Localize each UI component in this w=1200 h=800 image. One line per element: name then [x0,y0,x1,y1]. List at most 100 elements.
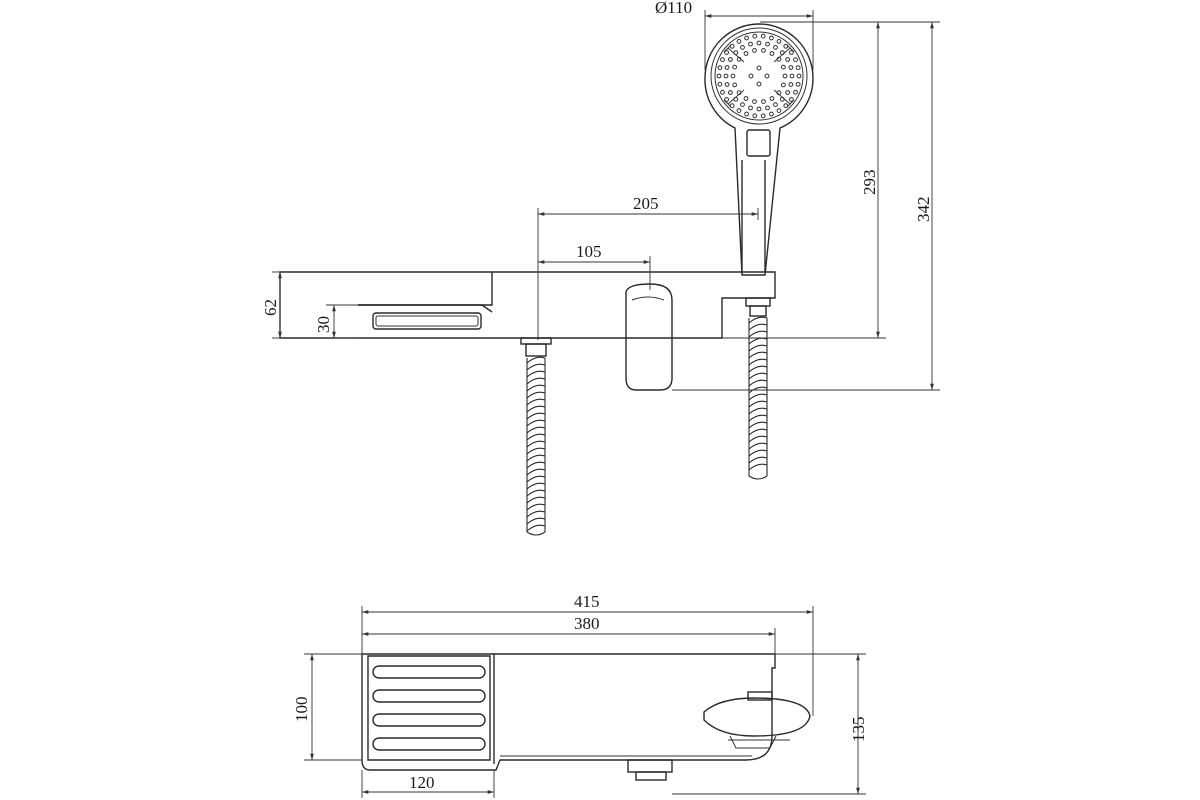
hose-coil [526,356,546,364]
nozzle-dot [723,73,729,79]
nozzle-dot [756,81,762,87]
hose-coil [748,344,768,352]
dim-205: 205 [537,194,759,340]
hose-coil [526,419,546,427]
nozzle-dot [740,102,745,107]
hose-coil [748,428,768,436]
nozzle-dot [773,45,778,50]
dim-342-label: 342 [914,197,933,223]
nozzle-dot [736,39,742,44]
nozzle-dot [793,57,798,63]
hose-coil [748,400,768,408]
hose-coil [748,323,768,331]
hose-right [748,316,768,480]
nozzle-dot [733,50,739,56]
nozzle-dot [732,82,737,88]
nozzle-dot [776,108,782,113]
dim-30: 30 [314,304,358,339]
dim-100-label: 100 [292,697,311,723]
hose-coil [748,463,768,471]
nozzle-dot [748,105,753,111]
nozzle-dot [748,41,753,47]
hose-coil [526,489,546,497]
nozzle-dot [736,56,742,62]
nozzle-dot [782,73,788,79]
nozzle-dot [765,41,770,47]
hose-coil [748,337,768,345]
nozzle-dot [752,48,757,53]
dim-105-label: 105 [576,242,602,261]
nozzle-dot [783,43,789,49]
nozzle-dot [788,65,794,70]
dim-293: 293 [722,21,886,339]
nozzle-dot [720,89,725,95]
hose-coil [526,391,546,399]
nozzle-dot [773,102,778,107]
hose-coil [748,316,768,324]
hand-shower [704,23,814,276]
dim-100: 100 [292,653,362,761]
hose-coil [526,405,546,413]
nozzle-dot [789,73,795,79]
hose-left [526,356,546,536]
nozzle-dot [761,48,766,53]
nozzle-dot [752,113,758,119]
hose-coil [748,435,768,443]
dim-415-label: 415 [574,592,600,611]
hose-coil [526,468,546,476]
nozzle-dot [769,51,775,56]
nozzle-dot [717,65,723,71]
hose-coil [526,363,546,371]
nozzle-dot [724,50,729,55]
mixer-body [279,271,776,391]
hose-coil [526,517,546,525]
nozzle-dot [781,82,786,88]
top-view: 415 380 100 135 120 [292,592,868,798]
nozzle-dot [736,108,742,113]
hose-coil [526,384,546,392]
hose-coil [748,379,768,387]
nozzle-dot [729,103,735,109]
hose-coil [748,372,768,380]
hose-coil [526,433,546,441]
hose-coil [526,524,546,532]
hose-coil [526,510,546,518]
hose-coil [748,365,768,373]
hose-coil [526,482,546,490]
nozzle-dot [743,96,749,101]
nozzle-dot [776,39,782,44]
nozzle-dot [752,99,757,104]
hose-coil [748,330,768,338]
dim-120-label: 120 [409,773,435,792]
hose-coil [748,414,768,422]
dim-342: 342 [672,21,940,391]
nozzle-dot [764,73,770,79]
nozzle-dot [743,51,749,56]
nozzle-dot [776,56,782,62]
dim-380-label: 380 [574,614,600,633]
dim-62-label: 62 [261,299,280,316]
nozzle-dot [796,73,802,79]
hose-coil [748,449,768,457]
dim-293-label: 293 [860,170,879,196]
dim-135-label: 135 [849,717,868,743]
nozzle-dot [744,111,749,117]
nozzle-dot [720,57,725,63]
nozzle-dot [728,90,733,95]
dim-62: 62 [261,271,282,339]
hose-coil [748,386,768,394]
nozzle-dot [779,50,785,56]
nozzle-dot [760,113,766,119]
nozzle-dot [779,96,785,102]
hose-coil [526,447,546,455]
hose-coil [526,426,546,434]
nozzle-dot [752,33,758,39]
dim-415: 415 [361,592,814,716]
nozzle-dot [795,65,801,71]
nozzle-dot [728,57,733,62]
dim-30-label: 30 [314,316,333,333]
hose-coil [748,393,768,401]
nozzle-dot [729,43,735,49]
hose-coil [526,475,546,483]
